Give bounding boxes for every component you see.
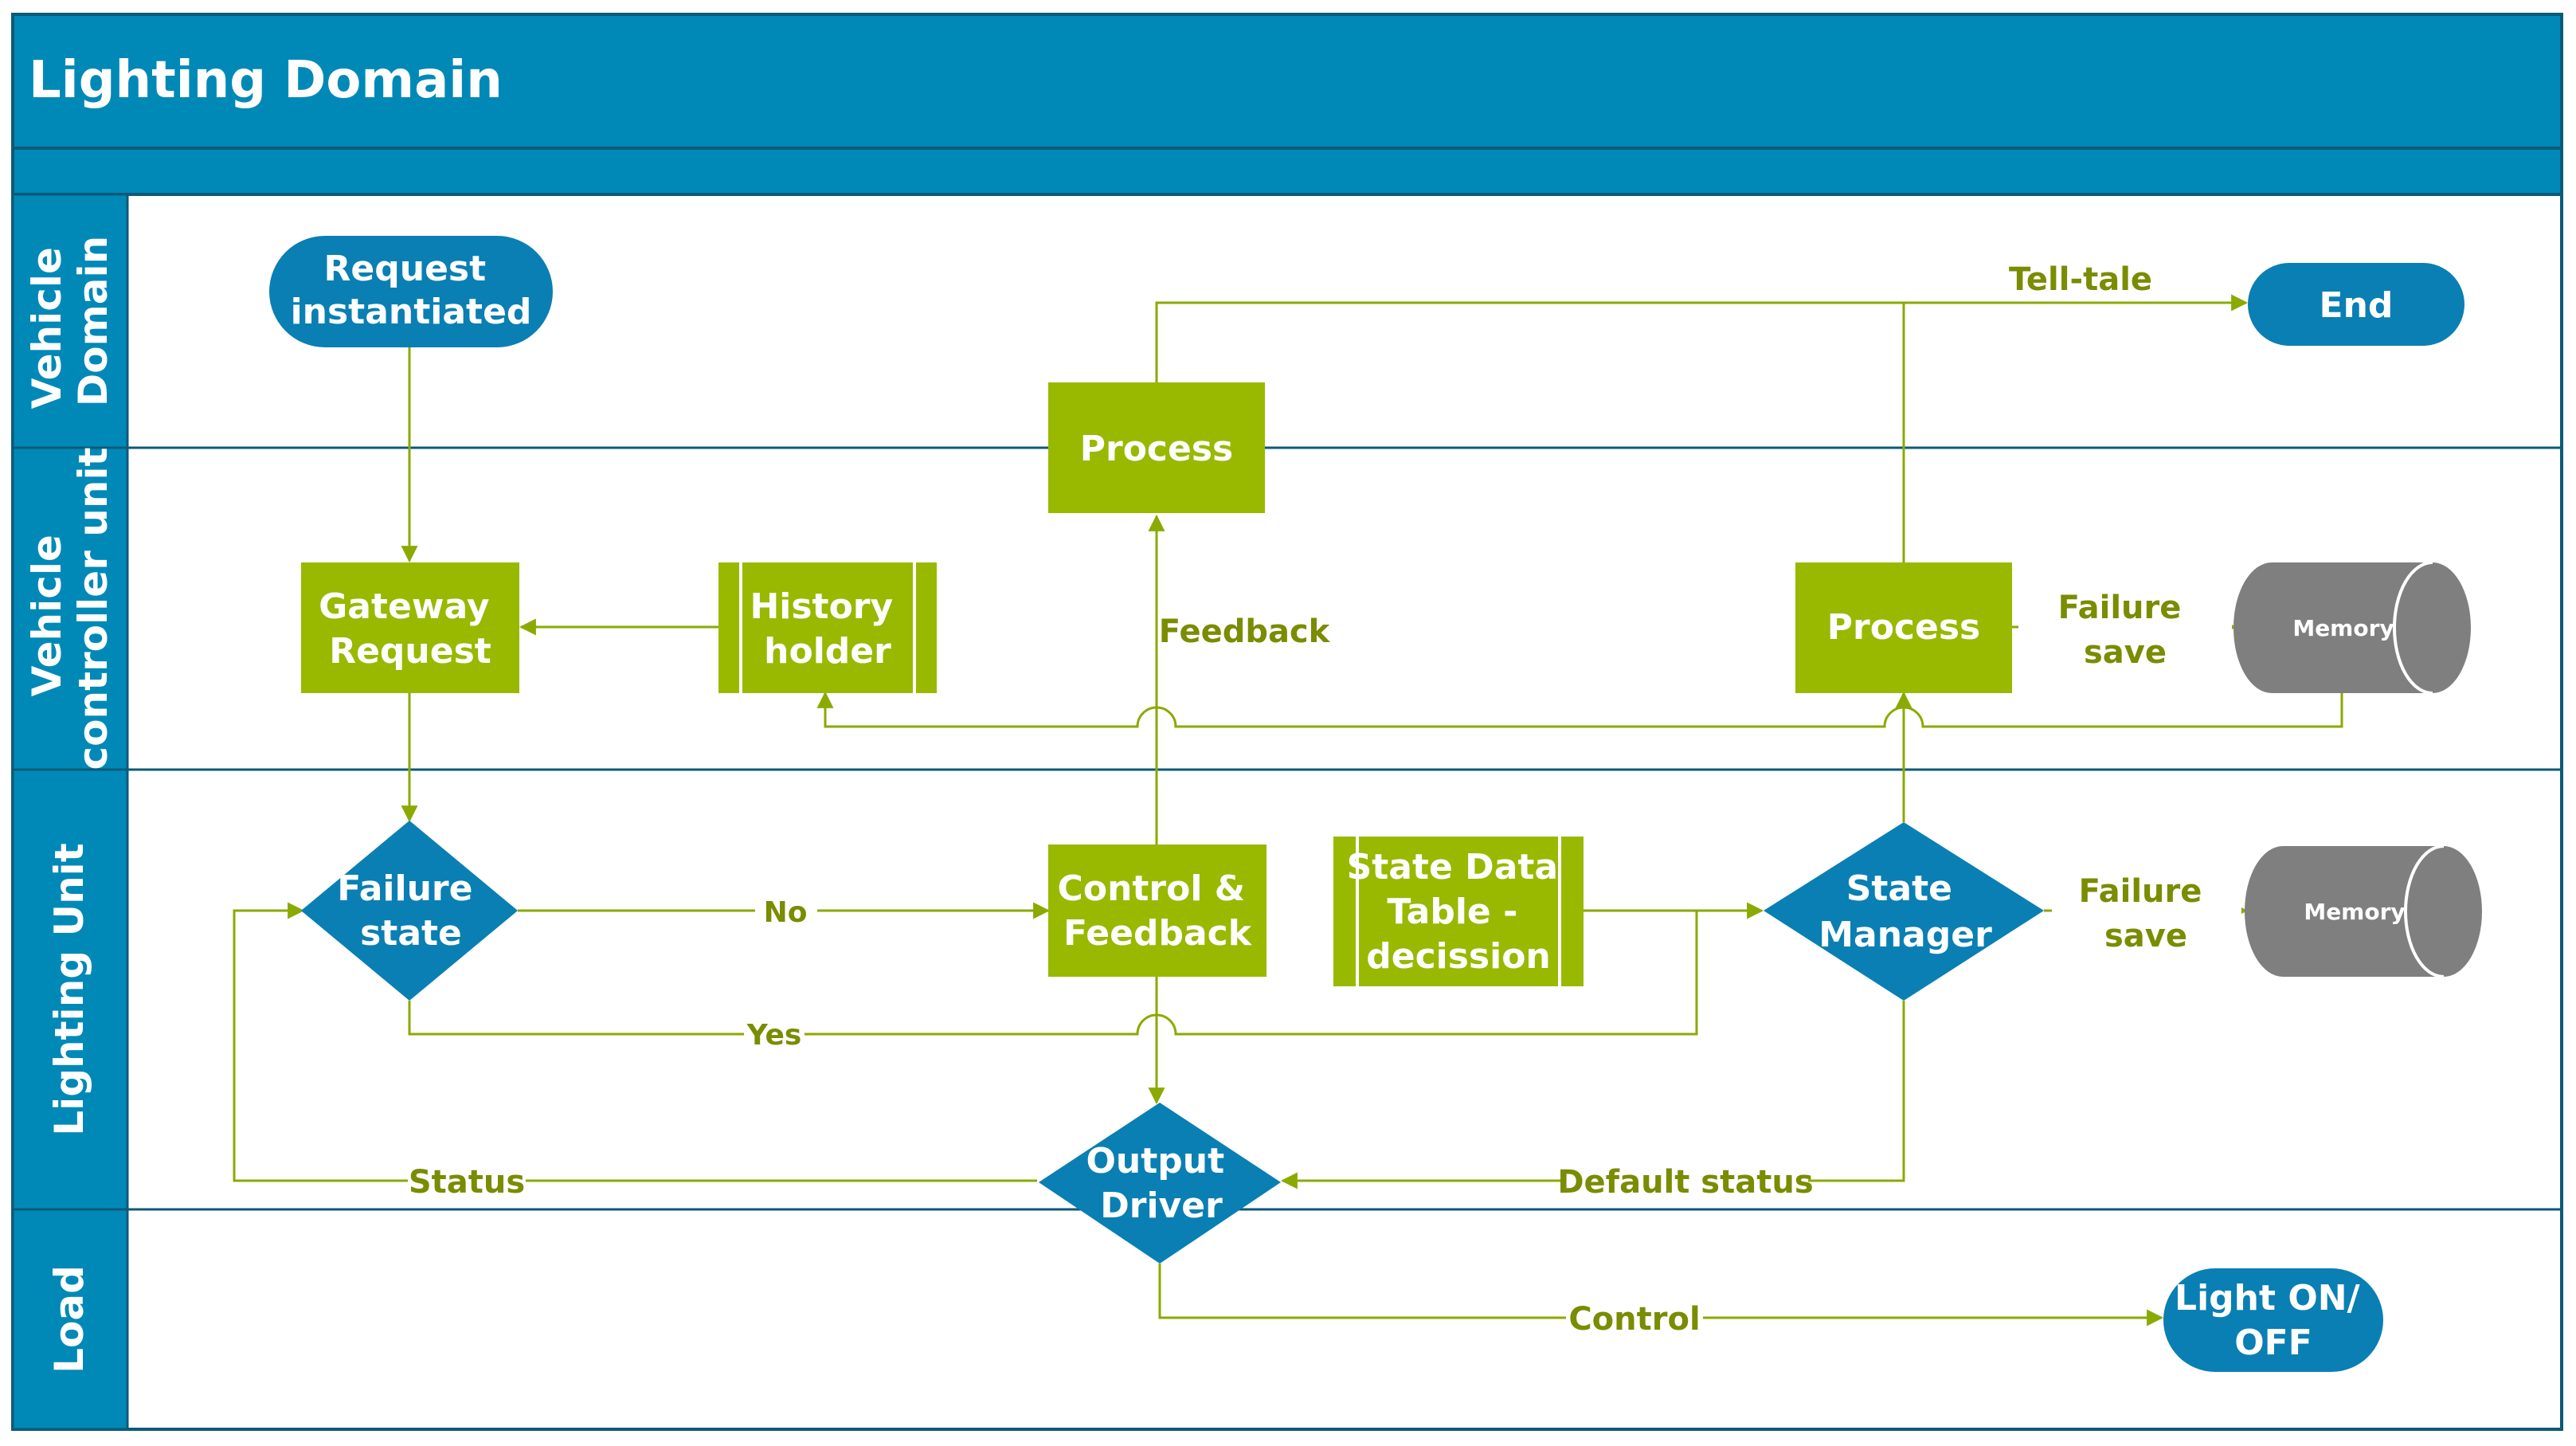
svg-text:Control & Feedback: Control & Feedback: [1058, 868, 1258, 954]
lane-header-vehicle-controller-unit: [11, 446, 129, 771]
edge-process-to-end-telltale: [1155, 294, 2249, 382]
node-control-feedback[interactable]: Control & Feedback: [1048, 844, 1266, 977]
label-bg: [1566, 1299, 1703, 1338]
node-end[interactable]: End: [2248, 263, 2464, 346]
node-gateway-request[interactable]: Gateway Request: [301, 562, 519, 693]
svg-text:Gateway Request: Gateway Request: [319, 586, 502, 672]
svg-text:Memory: Memory: [2292, 615, 2394, 641]
node-state-manager[interactable]: State Manager: [1764, 822, 2044, 1001]
edge-state-manager-to-output-default: [1280, 1001, 1905, 1189]
node-memory-top[interactable]: Memory: [2233, 561, 2471, 695]
svg-text:State Data Table -: State Data Table - decission: [1347, 847, 1571, 977]
label-bg: [1563, 1162, 1808, 1201]
lane-title-vehicle-controller-unit: Vehicle controller unit: [24, 448, 116, 770]
node-process-right[interactable]: Process: [1795, 562, 2012, 693]
svg-text:Failure state: Failure state: [337, 868, 485, 954]
node-request-instantiated[interactable]: Request instantiated: [269, 236, 553, 347]
node-light-on-off[interactable]: Light ON/ OFF: [2163, 1268, 2383, 1372]
node-process-top[interactable]: Process: [1048, 382, 1265, 513]
label-bg: [408, 1162, 526, 1201]
edge-label-no: No: [764, 896, 808, 929]
node-state-data-table[interactable]: State Data Table - decission: [1333, 837, 1584, 986]
label-bg: [2018, 583, 2232, 677]
title-bar: [11, 13, 2563, 150]
label-bg: [1160, 609, 1332, 649]
edge-label-tell-tale: Tell-tale: [2009, 261, 2152, 298]
label-bg: [755, 892, 817, 929]
lane-title-vehicle-domain: Vehicle Domain: [24, 233, 116, 410]
svg-text:State Manager: State Manager: [1818, 868, 1992, 955]
svg-text:Process: Process: [1827, 607, 1980, 648]
edge-label-control: Control: [1568, 1301, 1700, 1338]
pool-frame: [11, 13, 2563, 1431]
edge-label-failure-save-bottom: Failure save: [2079, 873, 2214, 954]
edge-label-default-status: Default status: [1557, 1164, 1813, 1201]
svg-text:End: End: [2320, 285, 2394, 326]
svg-text:Process: Process: [1080, 429, 1233, 469]
lane-title-load: Load: [46, 1265, 92, 1374]
svg-text:Output Driver: Output Driver: [1086, 1141, 1237, 1226]
label-bg: [2052, 867, 2241, 961]
svg-text:Light ON/ OFF: Light ON/ OFF: [2175, 1278, 2372, 1363]
diagram-title: Lighting Domain: [29, 51, 503, 110]
lane-header-load: [11, 1208, 129, 1431]
edge-output-to-light-control: [1158, 1264, 2164, 1326]
edge-memory-to-history: [816, 691, 2343, 728]
edge-label-yes: Yes: [746, 1019, 802, 1052]
lane-header-lighting-unit: [11, 768, 129, 1211]
node-failure-state[interactable]: Failure state: [301, 821, 518, 1001]
node-history-holder[interactable]: History holder: [718, 562, 937, 693]
lane-title-lighting-unit: Lighting Unit: [46, 843, 92, 1135]
node-memory-bottom[interactable]: Memory: [2245, 844, 2482, 978]
edge-label-status: Status: [409, 1164, 525, 1201]
edge-label-feedback: Feedback: [1159, 613, 1331, 650]
edge-label-failure-save-top: Failure save: [2058, 590, 2193, 671]
sub-header-bar: [11, 147, 2563, 196]
label-bg: [2004, 257, 2159, 296]
lane-header-vehicle-domain: [11, 193, 129, 449]
label-bg: [744, 1017, 805, 1052]
svg-text:History holder: History holder: [750, 586, 905, 672]
svg-text:Memory: Memory: [2304, 899, 2405, 925]
node-output-driver[interactable]: Output Driver: [1039, 1103, 1281, 1264]
edge-output-to-failure-status: [233, 902, 1037, 1182]
svg-text:Request instantiated: Request instantiated: [291, 249, 532, 332]
